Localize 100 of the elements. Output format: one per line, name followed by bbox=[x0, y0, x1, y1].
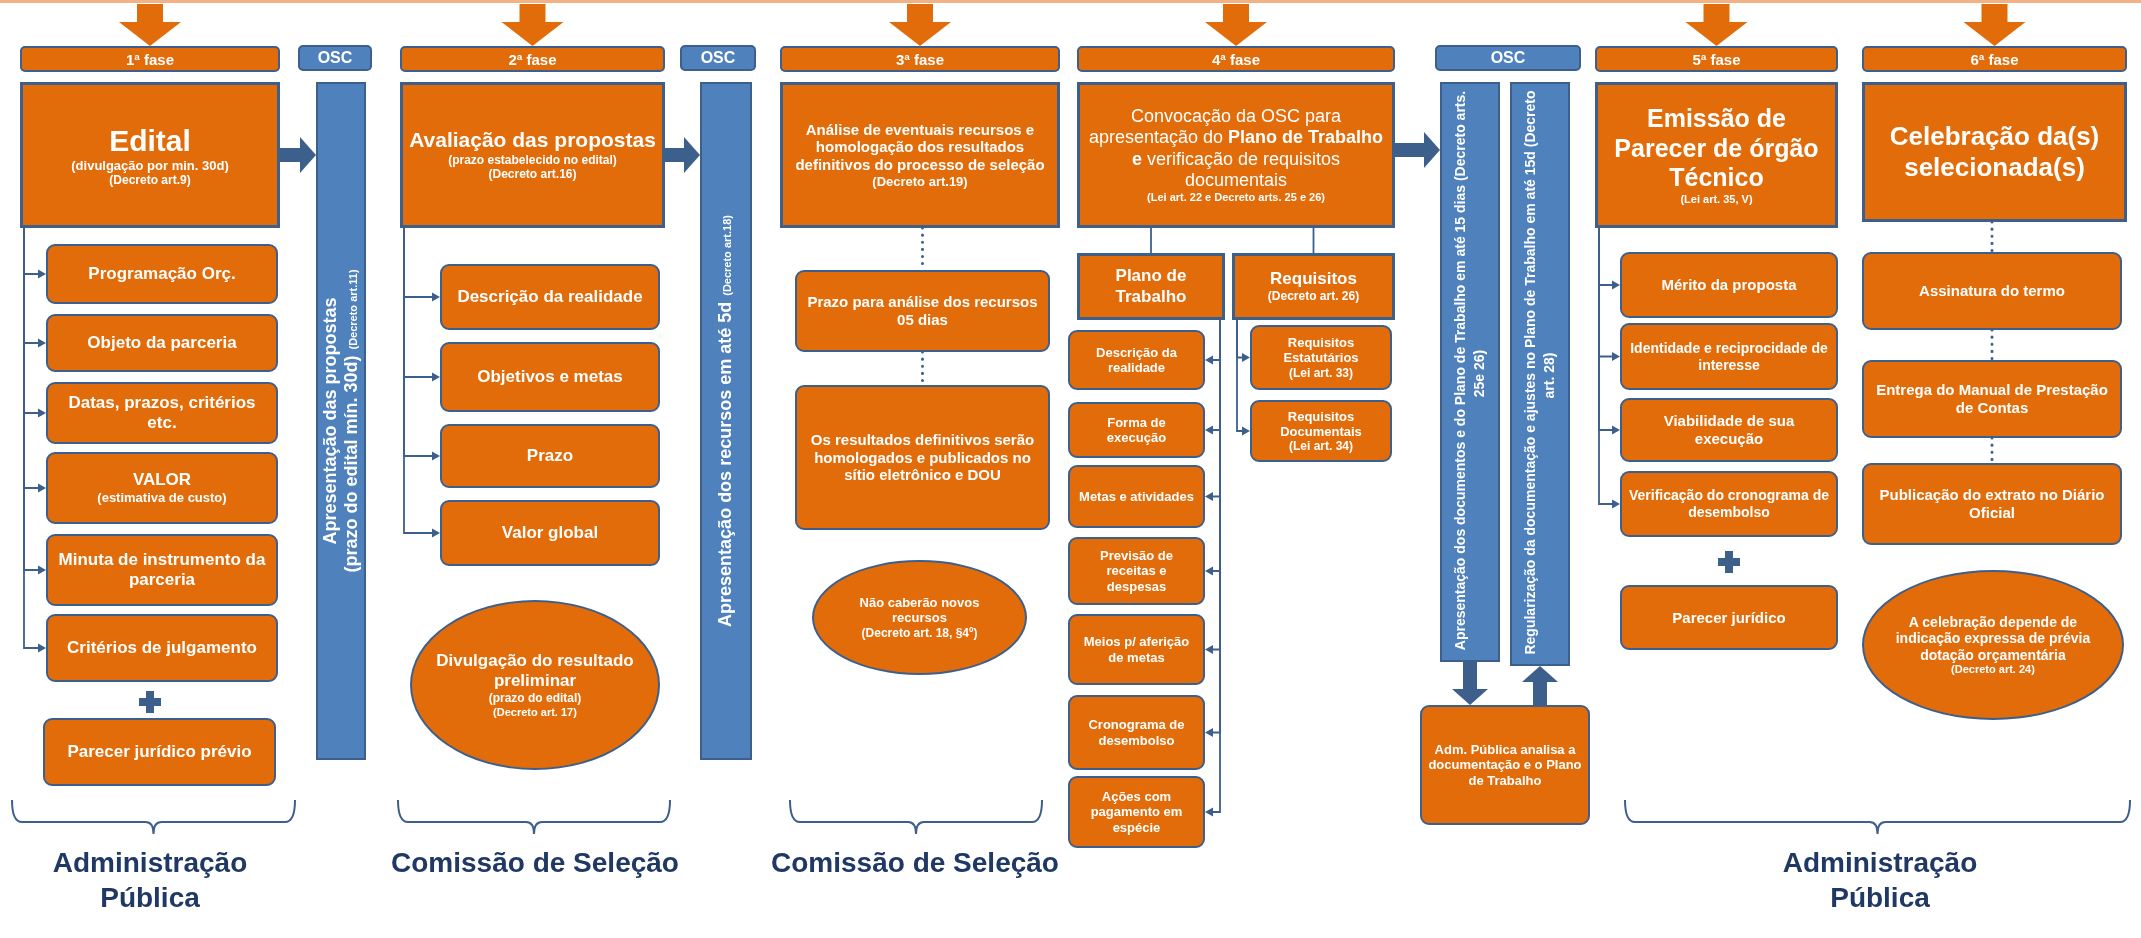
task-text: Parecer jurídico prévio bbox=[67, 741, 252, 762]
task-text: Descrição da realidade bbox=[457, 286, 643, 307]
step-title: Celebração da(s) selecionada(s) bbox=[1888, 121, 2101, 183]
legal-reference: (divulgação por min. 30d) bbox=[71, 157, 229, 174]
block-arrow bbox=[119, 4, 181, 46]
task-text: Adm. Pública analisa a documentação e o Plano de Trabalho bbox=[1428, 742, 1582, 788]
legal-reference: (Decreto art.18) bbox=[721, 215, 734, 296]
task-text: Metas e atividades bbox=[1079, 488, 1194, 505]
task-box bbox=[440, 500, 660, 566]
osc-step-bar bbox=[316, 82, 366, 760]
note-text: Não caberão novos recursos bbox=[858, 595, 981, 626]
task-text: Programação Orç. bbox=[88, 263, 236, 284]
connector-line bbox=[1990, 220, 1994, 254]
legal-reference: (prazo do edital mín. 30d) bbox=[341, 355, 361, 573]
legal-reference: (Decreto art.19) bbox=[872, 173, 968, 190]
osc-step-bar bbox=[700, 82, 752, 760]
block-arrow bbox=[665, 137, 700, 173]
legal-reference: (Lei art. 34) bbox=[1289, 439, 1353, 454]
task-text: Identidade e reciprocidade de interesse bbox=[1629, 340, 1829, 373]
osc-step-bar bbox=[1510, 82, 1570, 666]
block-arrow bbox=[1963, 4, 2026, 46]
legal-reference: 05 dias bbox=[897, 311, 948, 329]
osc-title: OSC bbox=[1490, 50, 1526, 66]
task-box bbox=[46, 314, 278, 372]
step-title: Requisitos bbox=[1270, 269, 1357, 290]
step-box bbox=[400, 82, 665, 228]
block-arrow bbox=[1205, 4, 1267, 46]
task-box bbox=[1620, 471, 1838, 537]
task-text: Forma de execução bbox=[1105, 414, 1168, 446]
phase-header bbox=[400, 46, 665, 72]
task-box bbox=[1620, 323, 1838, 390]
task-text: Ações com pagamento em espécie bbox=[1089, 789, 1184, 835]
task-text: Previsão de receitas e despesas bbox=[1099, 548, 1174, 594]
step-box bbox=[1232, 253, 1395, 320]
phase-title: 2ª fase bbox=[508, 51, 557, 67]
connector-line bbox=[1990, 328, 1994, 362]
block-arrow bbox=[1522, 666, 1558, 705]
arrow bbox=[1598, 227, 1620, 509]
phase-header bbox=[780, 46, 1060, 72]
block-arrow bbox=[1452, 662, 1488, 705]
task-text: Prazo bbox=[526, 445, 574, 466]
bar-text: Apresentação das propostas bbox=[319, 297, 340, 545]
osc-step-bar bbox=[1440, 82, 1500, 662]
task-box bbox=[795, 385, 1050, 530]
task-text: Objetivos e metas bbox=[477, 366, 623, 387]
legal-reference: (Lei art. 35, V) bbox=[1680, 192, 1753, 206]
osc-title: OSC bbox=[317, 50, 353, 66]
arrow bbox=[403, 227, 440, 538]
connector-line bbox=[1150, 227, 1152, 254]
bar-text: Regularização da documentação e ajustes no Plano de Trabalho em até 15d (Decreto art. 28) bbox=[1522, 90, 1557, 655]
osc-header bbox=[1435, 45, 1581, 71]
task-text: Requisitos Documentais bbox=[1279, 408, 1363, 440]
step-title: Plano de Trabalho bbox=[1114, 266, 1188, 307]
phase-header bbox=[1862, 46, 2127, 72]
task-text: Viabilidade de sua execução bbox=[1662, 412, 1796, 448]
task-box bbox=[1068, 776, 1205, 848]
osc-header bbox=[680, 45, 756, 71]
block-arrow bbox=[889, 4, 951, 46]
task-box bbox=[1250, 325, 1392, 390]
group-label: Administração Pública bbox=[51, 846, 249, 915]
task-box bbox=[1862, 360, 2122, 438]
task-text: Requisitos Estatutários bbox=[1282, 335, 1360, 366]
legal-reference: (Decreto art. 18, §4º) bbox=[861, 625, 978, 640]
task-box bbox=[1068, 614, 1205, 685]
block-arrow bbox=[280, 137, 316, 173]
osc-title: OSC bbox=[700, 50, 736, 66]
task-text: Meios p/ aferição de metas bbox=[1082, 634, 1191, 665]
task-box bbox=[440, 424, 660, 488]
step-title: Convocação da OSC para apresentação do Plano de Trabalho e verificação de requisitos documentais bbox=[1087, 106, 1385, 191]
phase-header bbox=[1077, 46, 1395, 72]
group-label: Administração Pública bbox=[1781, 846, 1979, 915]
phase-title: 5ª fase bbox=[1692, 51, 1741, 67]
task-text: Publicação do extrato no Diário Oficial bbox=[1878, 486, 2106, 522]
task-text: Mérito da proposta bbox=[1661, 276, 1797, 294]
task-text: Objeto da parceria bbox=[87, 332, 237, 353]
connector-line bbox=[1312, 227, 1315, 254]
step-title: Edital bbox=[109, 122, 191, 158]
legal-reference: (Decreto art.11) bbox=[347, 269, 359, 350]
block-arrow bbox=[501, 4, 564, 46]
note-text: Divulgação do resultado preliminar bbox=[435, 651, 635, 692]
task-box bbox=[440, 264, 660, 330]
step-box bbox=[1077, 253, 1225, 320]
task-box bbox=[46, 382, 278, 444]
legal-reference: (Decreto art. 24) bbox=[1951, 663, 2035, 677]
task-text: Os resultados definitivos serão homologados e publicados no sítio eletrônico e DOU bbox=[809, 430, 1036, 485]
group-label: Comissão de Seleção bbox=[770, 846, 1060, 880]
task-box bbox=[1420, 705, 1590, 825]
step-box bbox=[1077, 82, 1395, 228]
task-box bbox=[46, 452, 278, 524]
legal-reference: (Decreto art.9) bbox=[109, 173, 191, 188]
task-text: Datas, prazos, critérios etc. bbox=[67, 392, 257, 434]
task-box bbox=[46, 534, 278, 606]
step-box bbox=[780, 82, 1060, 228]
task-box bbox=[795, 270, 1050, 352]
task-text: Prazo para análise dos recursos bbox=[807, 293, 1038, 311]
osc-header bbox=[298, 45, 372, 71]
legal-reference: (Decreto art.16) bbox=[488, 167, 577, 182]
legal-reference: (Lei art. 22 e Decreto arts. 25 e 26) bbox=[1147, 191, 1325, 204]
step-title: Emissão de Parecer de órgão Técnico bbox=[1613, 104, 1820, 193]
step-title: Avaliação das propostas bbox=[409, 128, 656, 154]
